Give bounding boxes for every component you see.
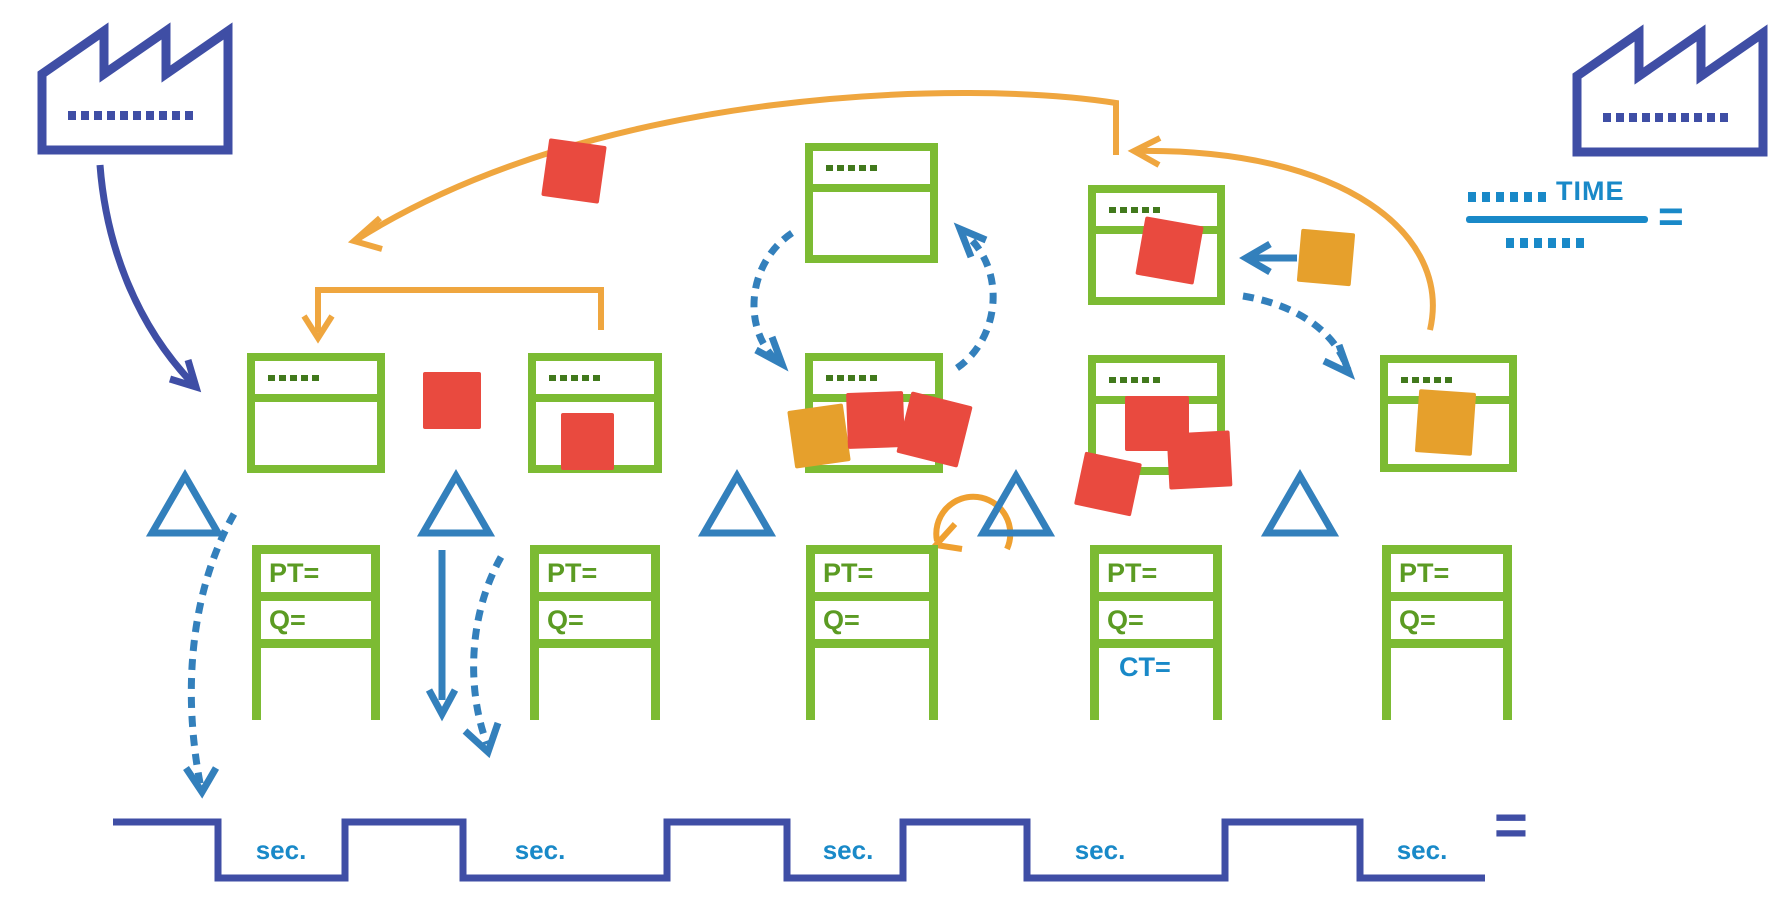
takt-equals-sign: = <box>1658 192 1684 241</box>
loop-arc-to-customer-process[interactable] <box>1242 292 1356 380</box>
process-title-placeholder <box>826 374 878 381</box>
process-title-placeholder <box>1109 376 1161 383</box>
sticky-note-red[interactable] <box>846 391 905 449</box>
schedule-curve-long[interactable] <box>347 90 1119 252</box>
q-label: Q= <box>823 604 860 635</box>
timeline-sec-label-1: sec. <box>255 835 307 865</box>
sticky-note-red[interactable] <box>561 413 614 470</box>
data-box-4[interactable]: PT= Q= CT= <box>1090 545 1222 720</box>
timeline-sec-label-4: sec. <box>1074 835 1126 865</box>
process-box-title-bar <box>813 151 930 192</box>
sticky-note-red[interactable] <box>541 138 607 204</box>
takt-fraction-bar <box>1466 216 1648 223</box>
data-box-3[interactable]: PT= Q= <box>806 545 938 720</box>
sticky-note-orange[interactable] <box>787 403 851 469</box>
schedule-bracket-arrow[interactable] <box>301 287 604 344</box>
sticky-note-red[interactable] <box>1135 216 1204 285</box>
timeline-sec-label-5: sec. <box>1396 835 1448 865</box>
process-box-3-upper[interactable] <box>805 143 938 263</box>
customer-label-dots <box>1603 113 1729 122</box>
sticky-note-red[interactable] <box>423 372 481 429</box>
inventory-triangle-2[interactable] <box>416 469 496 537</box>
takt-numerator-dots <box>1468 192 1548 202</box>
data-box-1[interactable]: PT= Q= <box>252 545 380 720</box>
loop-arc-right[interactable] <box>953 222 997 371</box>
inventory-triangle-5[interactable] <box>1260 469 1340 537</box>
timeline-sec-label-3: sec. <box>822 835 874 865</box>
process-title-placeholder <box>268 374 320 381</box>
takt-time-label: TIME <box>1556 176 1625 206</box>
lead-time-ladder[interactable] <box>113 818 1485 882</box>
process-title-placeholder <box>549 374 601 381</box>
sticky-note-orange[interactable] <box>1414 389 1477 456</box>
inventory-triangle-4[interactable] <box>976 469 1056 537</box>
supplier-flow-arrow[interactable] <box>96 164 202 393</box>
pt-label: PT= <box>1107 557 1158 588</box>
process-box-1[interactable] <box>247 353 385 473</box>
ct-label: CT= <box>1119 652 1171 682</box>
inventory-triangle-3[interactable] <box>697 469 777 537</box>
process-title-placeholder <box>826 164 878 171</box>
withdrawal-arrow-straight[interactable] <box>425 550 459 722</box>
pt-label: PT= <box>1399 557 1450 588</box>
schedule-curve-right[interactable] <box>1127 135 1436 331</box>
q-label: Q= <box>547 604 584 635</box>
sticky-note-red[interactable] <box>1166 430 1233 490</box>
data-box-5[interactable]: PT= Q= <box>1382 545 1512 720</box>
pt-label: PT= <box>547 557 598 588</box>
q-label: Q= <box>1399 604 1436 635</box>
q-label: Q= <box>269 604 306 635</box>
sticky-note-red[interactable] <box>1074 451 1142 517</box>
timeline-sec-label-2: sec. <box>514 835 566 865</box>
process-box-title-bar <box>536 361 654 402</box>
process-box-title-bar <box>255 361 377 402</box>
timeline-equals-sign: = <box>1494 793 1528 858</box>
shipment-curve-left[interactable] <box>183 512 238 799</box>
supplier-factory-icon[interactable] <box>37 22 233 155</box>
kanban-arrow-left[interactable] <box>1239 240 1297 276</box>
process-title-placeholder <box>1109 206 1161 213</box>
supplier-label-dots <box>68 111 194 120</box>
shipment-curve-second[interactable] <box>462 555 505 759</box>
inventory-triangle-1[interactable] <box>145 469 225 537</box>
data-box-2[interactable]: PT= Q= <box>530 545 660 720</box>
process-title-placeholder <box>1401 376 1453 383</box>
q-label: Q= <box>1107 604 1144 635</box>
customer-factory-icon[interactable] <box>1572 24 1768 157</box>
pt-label: PT= <box>269 557 320 588</box>
pt-label: PT= <box>823 557 874 588</box>
takt-denominator-dots <box>1506 238 1588 248</box>
loop-arc-left[interactable] <box>750 230 795 372</box>
sticky-note-orange[interactable] <box>1296 228 1356 287</box>
